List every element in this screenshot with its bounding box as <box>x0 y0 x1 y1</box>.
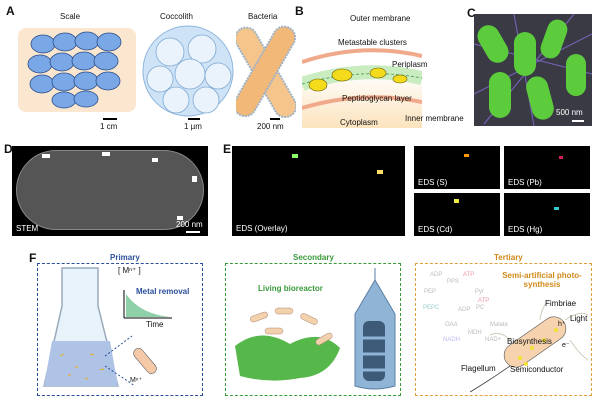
eds-hg-image <box>504 193 590 236</box>
scale-bar <box>188 118 200 120</box>
eds-s-image <box>414 146 500 189</box>
pathway-node: ATP <box>478 298 490 304</box>
panel-label: A <box>6 4 15 18</box>
secondary-box <box>225 263 401 396</box>
scale-bar-label: 500 nm <box>556 108 583 117</box>
pathway-node: ADP <box>458 307 471 313</box>
eds-overlay-label: EDS (Overlay) <box>236 224 288 233</box>
coccolith-illustration <box>142 25 234 117</box>
bacteria-illustration <box>236 25 296 118</box>
bacterium-illustration <box>470 300 589 393</box>
pathway-node: ATP <box>463 272 475 278</box>
panel-label: D <box>4 142 13 156</box>
pathway-node: PEPC <box>423 305 440 311</box>
primary-title: Primary <box>110 253 140 262</box>
scale-illustration <box>18 28 136 112</box>
cell-envelope-diagram <box>302 48 422 128</box>
hole-label: h⁺ <box>558 321 566 328</box>
y-axis-label: [ Mⁿ⁺ ] <box>118 266 141 275</box>
eds-pb-label: EDS (Pb) <box>508 178 542 187</box>
flagellum-label: Flagellum <box>461 364 496 373</box>
stem-image <box>12 146 208 236</box>
metastable-clusters-label: Metastable clusters <box>338 38 407 47</box>
tertiary-title: Tertiary <box>494 253 523 262</box>
biosynthesis-label: Biosynthesis <box>507 337 552 346</box>
scale-bar <box>103 118 117 120</box>
stem-label: STEM <box>16 224 39 233</box>
flask-illustration <box>43 267 172 387</box>
pathway-node: PPS <box>447 279 460 285</box>
scale-bar <box>572 120 584 122</box>
periplasm-label: Periplasm <box>392 60 428 69</box>
scale-bar-label: 200 nm <box>257 122 284 131</box>
pathway-node: PC <box>476 305 485 311</box>
bioreactor-illustration <box>235 268 396 390</box>
panel-label: B <box>295 4 304 18</box>
electron-label: e⁻ <box>562 342 570 349</box>
cytoplasm-label: Cytoplasm <box>340 118 378 127</box>
panel-label: F <box>29 251 37 265</box>
eds-cd-label: EDS (Cd) <box>418 225 453 234</box>
scale-bar-label: 1 cm <box>100 122 118 131</box>
scale-bar <box>270 118 280 120</box>
pathway-node: Pyr <box>475 289 484 295</box>
scale-bar-label: 200 nm <box>176 220 203 229</box>
x-axis-label: Time <box>146 320 164 329</box>
pathway-node: NAD+ <box>485 337 502 343</box>
outer-membrane-label: Outer membrane <box>350 14 411 23</box>
inner-membrane-label: Inner membrane <box>405 114 464 123</box>
pathway-node: OAA <box>445 322 458 328</box>
fimbriae-label: Fimbriae <box>545 299 577 308</box>
pathway-node: MDH <box>468 330 482 336</box>
eds-pb-image <box>504 146 590 189</box>
secondary-title: Secondary <box>293 253 334 262</box>
metal-removal-label: Metal removal <box>136 287 190 296</box>
coccolith-title: Coccolith <box>160 12 193 21</box>
scale-title: Scale <box>60 12 81 21</box>
tertiary-box <box>415 263 592 396</box>
sem-image <box>474 14 592 126</box>
primary-box <box>37 263 203 396</box>
eds-overlay-image <box>232 146 405 236</box>
panel-label: E <box>223 142 232 156</box>
bacteria-title: Bacteria <box>248 12 278 21</box>
scale-bar-label: 1 µm <box>184 122 202 131</box>
pathway-node: PEP <box>424 289 437 295</box>
scale-bar <box>186 231 200 233</box>
pathway-node: Malate <box>490 322 509 328</box>
peptidoglycan-label: Peptidoglycan layer <box>342 94 412 103</box>
light-label: Light <box>570 314 588 323</box>
metal-ion-label: Mⁿ⁺ <box>130 377 143 384</box>
semiconductor-label: Semiconductor <box>510 365 564 374</box>
eds-cd-image <box>414 193 500 236</box>
semi-artificial-label: Semi-artificial photo-synthesis <box>502 271 582 289</box>
pathway-node: NADH <box>443 337 461 343</box>
living-bioreactor-label: Living bioreactor <box>258 284 323 293</box>
pathway-node: ADP <box>430 272 443 278</box>
panel-label: C <box>467 6 476 20</box>
eds-hg-label: EDS (Hg) <box>508 225 543 234</box>
eds-s-label: EDS (S) <box>418 178 448 187</box>
